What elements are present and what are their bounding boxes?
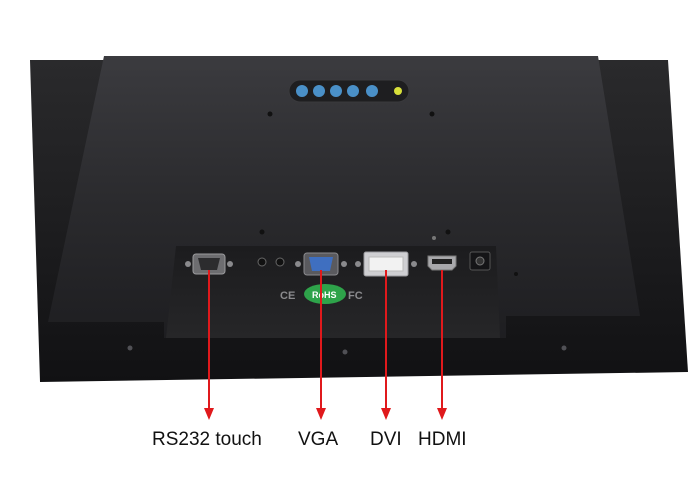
menu-button[interactable]	[296, 85, 308, 97]
mount-hole	[259, 229, 265, 235]
hdmi-arrow-head	[437, 408, 447, 420]
auto-button[interactable]	[347, 85, 359, 97]
rs232-arrow-head	[204, 408, 214, 420]
mount-hole	[429, 111, 435, 117]
hdmi-label: HDMI	[418, 429, 467, 450]
screw	[561, 345, 567, 351]
port-screw	[432, 236, 436, 240]
down-button[interactable]	[313, 85, 325, 97]
dvi-label: DVI	[370, 429, 402, 450]
dvi-arrow-head	[381, 408, 391, 420]
up-button[interactable]	[330, 85, 342, 97]
mount-hole	[445, 229, 451, 235]
rohs-mark: RoHS	[312, 290, 337, 300]
hdmi-port[interactable]	[427, 255, 457, 271]
arrows	[204, 270, 447, 420]
dvi-port[interactable]	[355, 251, 417, 277]
mount-hole	[267, 111, 273, 117]
ce-mark: CE	[280, 290, 295, 302]
audio-jack[interactable]	[257, 257, 267, 267]
power-led	[394, 87, 402, 95]
screw	[342, 349, 348, 355]
vga-arrow-head	[316, 408, 326, 420]
dc-power-jack[interactable]	[469, 251, 491, 271]
vga-label: VGA	[298, 429, 339, 450]
power-button[interactable]	[366, 85, 378, 97]
rohs-badge	[304, 284, 346, 304]
mount-hole	[514, 272, 518, 276]
audio-jack[interactable]	[275, 257, 285, 267]
rs232-touch-label: RS232 touch	[152, 429, 262, 450]
vga-port[interactable]	[295, 252, 347, 276]
screw	[127, 345, 133, 351]
fcc-mark: FC	[348, 290, 363, 302]
